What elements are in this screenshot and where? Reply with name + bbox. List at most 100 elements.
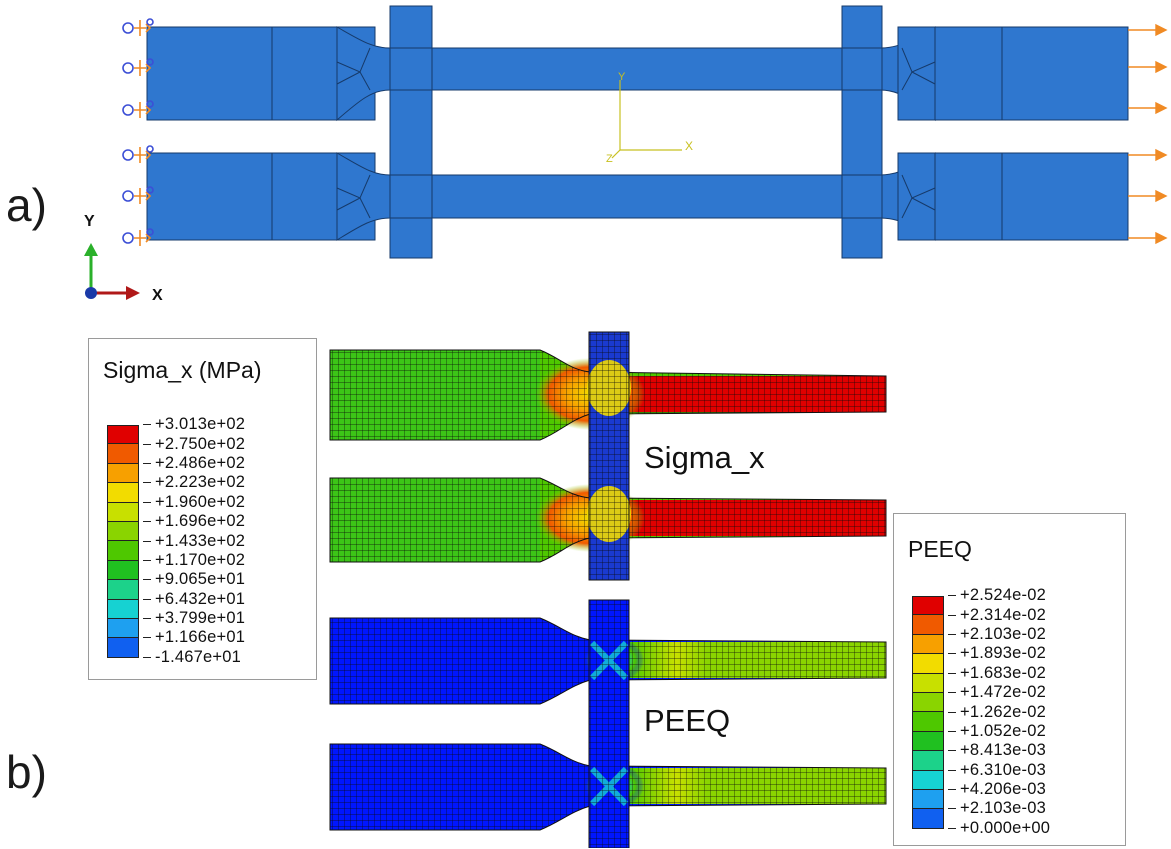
- sigma-legend-value: +3.799e+01: [155, 609, 246, 628]
- sigma-legend-tick: [143, 501, 151, 503]
- sigma-legend-entry: +1.170e+02: [143, 551, 245, 570]
- sigma-legend-value: +1.960e+02: [155, 492, 246, 511]
- sigma-legend-tick: [143, 521, 151, 523]
- peeq-legend-value: +1.683e-02: [960, 663, 1046, 682]
- peeq-color-bar: [912, 596, 944, 829]
- peeq-legend-value: +8.413e-03: [960, 741, 1046, 760]
- sigma-legend-value: +6.432e+01: [155, 589, 246, 608]
- peeq-color-band: [912, 809, 944, 829]
- sigma-legend-tick: [143, 443, 151, 445]
- peeq-legend-value: +2.524e-02: [960, 586, 1046, 605]
- sigma-color-band: [107, 638, 139, 658]
- peeq-legend-tick: [948, 672, 956, 674]
- sigma-legend-entry: +1.433e+02: [143, 531, 245, 550]
- peeq-legend-tick: [948, 595, 956, 597]
- model-geometry: [146, 5, 1129, 259]
- upper-right-grip: [897, 26, 1129, 121]
- sigma-legend-tick: [143, 656, 151, 658]
- peeq-legend-tick: [948, 730, 956, 732]
- sigma-legend-entry: +9.065e+01: [143, 570, 245, 589]
- sigma-legend-value: -1.467e+01: [155, 647, 241, 666]
- lower-right-grip: [897, 152, 1129, 241]
- peeq-color-band: [912, 654, 944, 674]
- peeq-plot-label: PEEQ: [644, 703, 731, 738]
- panel-b-label: b): [6, 746, 47, 798]
- sigma-legend-value: +2.750e+02: [155, 434, 246, 453]
- sigma-color-band: [107, 444, 139, 464]
- upper-specimen: [146, 26, 1129, 122]
- sigma-legend-tick: [143, 637, 151, 639]
- model-coordinate-axes: [611, 80, 682, 159]
- peeq-legend-value: +1.052e-02: [960, 721, 1046, 740]
- sigma-color-band: [107, 463, 139, 484]
- lower-specimen: [146, 152, 1129, 241]
- sigma-legend-entry: +2.750e+02: [143, 434, 245, 453]
- peeq-legend-tick: [948, 750, 956, 752]
- sigma-color-band: [107, 521, 139, 542]
- peeq-legend-entry: +6.310e-03: [948, 761, 1050, 780]
- peeq-legend-entry: +1.052e-02: [948, 722, 1050, 741]
- sigma-color-bar: [107, 425, 139, 658]
- sigma-color-band: [107, 502, 139, 522]
- peeq-legend-tick: [948, 789, 956, 791]
- peeq-legend-tick: [948, 808, 956, 810]
- peeq-legend-value: +0.000e+00: [960, 818, 1051, 837]
- peeq-color-band: [912, 770, 944, 790]
- sigma-legend-value: +2.486e+02: [155, 453, 246, 472]
- sigma-legend-title: Sigma_x (MPa): [103, 357, 262, 383]
- sigma-legend-tick: [143, 424, 151, 426]
- peeq-legend-entry: +2.103e-03: [948, 799, 1050, 818]
- peeq-legend-tick: [948, 769, 956, 771]
- sigma-legend-value: +1.166e+01: [155, 628, 246, 647]
- peeq-color-band: [912, 731, 944, 752]
- peeq-legend-title: PEEQ: [908, 536, 972, 562]
- sigma-legend-entry: -1.467e+01: [143, 648, 245, 667]
- sigma-legend-value: +1.433e+02: [155, 531, 246, 550]
- peeq-color-band: [912, 615, 944, 635]
- peeq-color-band: [912, 789, 944, 810]
- view-triad: [84, 243, 140, 300]
- sigma-legend-tick: [143, 598, 151, 600]
- sigma-legend-entry: +6.432e+01: [143, 590, 245, 609]
- sigma-legend-value: +1.696e+02: [155, 512, 246, 531]
- sigma-legend-tick: [143, 482, 151, 484]
- sigma-legend-value: +3.013e+02: [155, 415, 246, 434]
- sigma-legend-tick: [143, 579, 151, 581]
- sigma-color-band: [107, 618, 139, 639]
- peeq-legend: PEEQ +2.524e-02+2.314e-02+2.103e-02+1.89…: [893, 513, 1126, 846]
- sigma-legend-entry: +1.166e+01: [143, 628, 245, 647]
- sigma-color-band: [107, 483, 139, 503]
- peeq-legend-value: +2.314e-02: [960, 605, 1046, 624]
- panel-a-model: Y X Z Y X: [84, 5, 1168, 304]
- sigma-color-band: [107, 599, 139, 619]
- model-axis-y-label: Y: [618, 71, 626, 83]
- peeq-legend-entry: +4.206e-03: [948, 780, 1050, 799]
- peeq-legend-tick: [948, 827, 956, 829]
- peeq-color-band: [912, 692, 944, 713]
- peeq-legend-tick: [948, 711, 956, 713]
- peeq-legend-value: +6.310e-03: [960, 760, 1046, 779]
- sigma-legend-entry: +1.960e+02: [143, 493, 245, 512]
- sigma-color-band: [107, 560, 139, 581]
- peeq-color-band: [912, 751, 944, 771]
- sigma-legend: Sigma_x (MPa) +3.013e+02+2.750e+02+2.486…: [88, 338, 317, 680]
- peeq-legend-value: +1.472e-02: [960, 683, 1046, 702]
- sigma-legend-values: +3.013e+02+2.750e+02+2.486e+02+2.223e+02…: [143, 415, 245, 667]
- peeq-legend-tick: [948, 653, 956, 655]
- boundary-condition-icons: [122, 18, 154, 246]
- peeq-legend-values: +2.524e-02+2.314e-02+2.103e-02+1.893e-02…: [948, 586, 1050, 838]
- model-axis-z-label: Z: [606, 153, 613, 165]
- peeq-legend-value: +1.262e-02: [960, 702, 1046, 721]
- peeq-legend-entry: +8.413e-03: [948, 741, 1050, 760]
- peeq-color-band: [912, 634, 944, 655]
- peeq-legend-entry: +2.314e-02: [948, 605, 1050, 624]
- peeq-legend-entry: +0.000e+00: [948, 819, 1050, 838]
- sigma-color-band: [107, 541, 139, 561]
- sigma-legend-tick: [143, 462, 151, 464]
- sigma-legend-entry: +3.013e+02: [143, 415, 245, 434]
- peeq-color-band: [912, 712, 944, 732]
- peeq-legend-tick: [948, 614, 956, 616]
- peeq-legend-entry: +1.262e-02: [948, 702, 1050, 721]
- peeq-legend-value: +4.206e-03: [960, 780, 1046, 799]
- peeq-color-band: [912, 596, 944, 616]
